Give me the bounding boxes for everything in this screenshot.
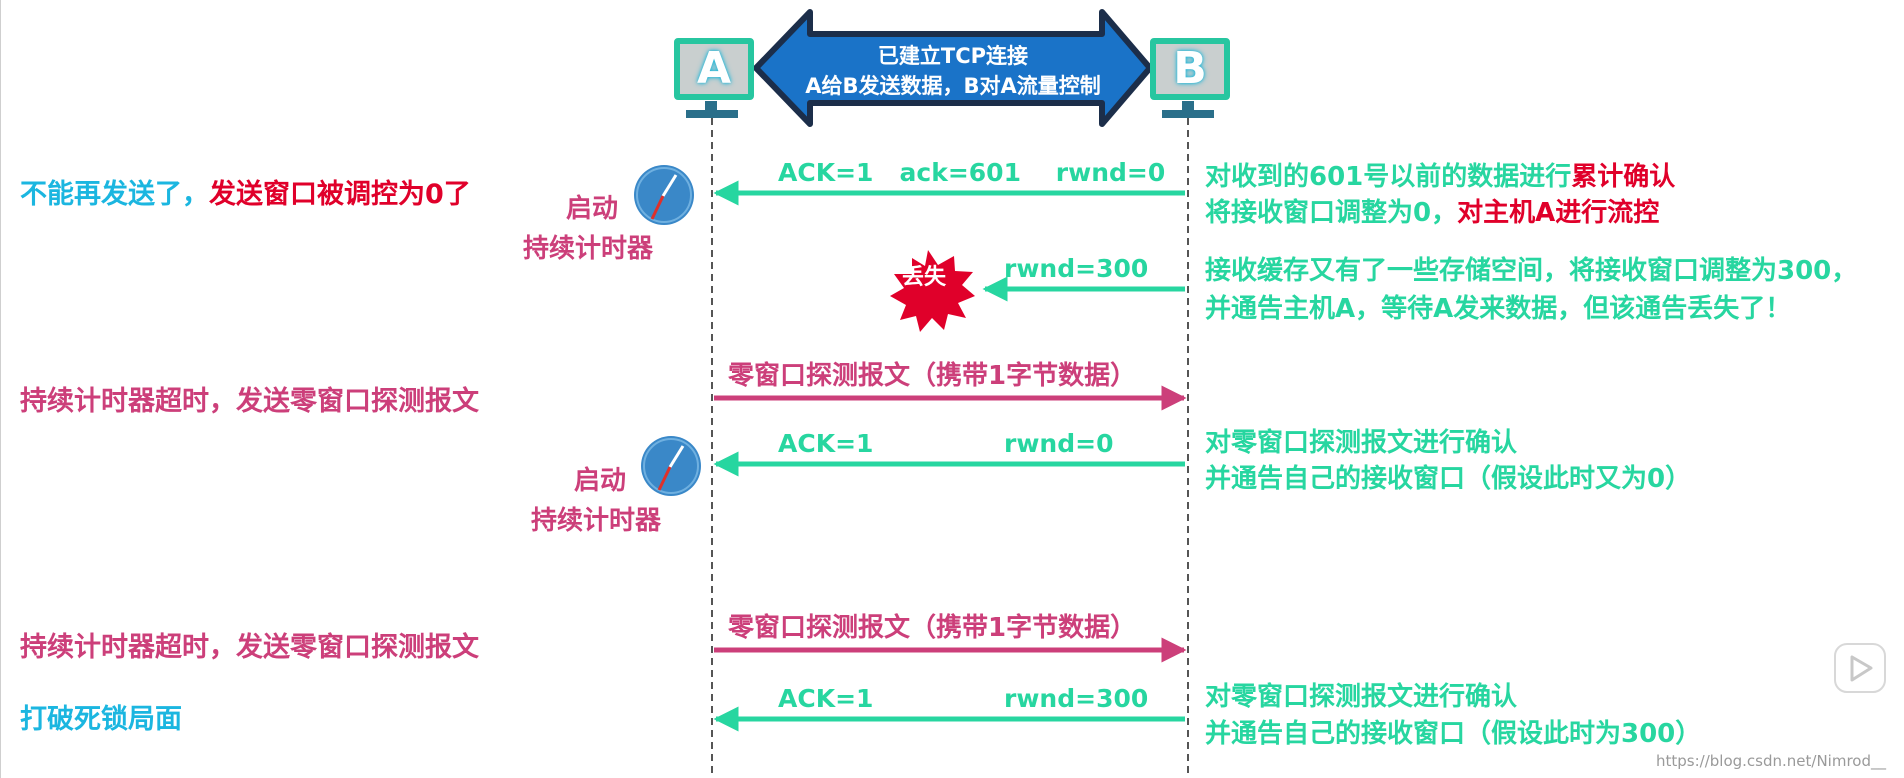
timer-name-label-2: 持续计时器 (531, 506, 662, 536)
left-note-2: 持续计时器超时，发送零窗口探测报文 (20, 386, 479, 417)
msg-probe-1-label: 零窗口探测报文（携带1字节数据） (728, 361, 1137, 391)
watermark: https://blog.csdn.net/Nimrod__ (1656, 752, 1886, 770)
msg-rwnd300-label: rwnd=300 (1004, 684, 1149, 713)
right-note-2: 将接收窗口调整为0，对主机A进行流控 (1205, 200, 1659, 226)
host-a-label: A (696, 43, 732, 94)
right-note-3: 接收缓存又有了一些存储空间，将接收窗口调整为300， (1205, 256, 1858, 286)
right-note-6: 并通告自己的接收窗口（假设此时又为0） (1205, 464, 1692, 494)
msg-rwnd300-lost-label: rwnd=300 (1004, 254, 1149, 283)
msg-rwnd0-label: rwnd=0 (1004, 429, 1114, 458)
msg-probe-2-label: 零窗口探测报文（携带1字节数据） (728, 613, 1137, 643)
right-note-1-part-a: 对收到的601号以前的数据进行 (1205, 162, 1572, 192)
host-b-base (1162, 101, 1214, 118)
timer-clock-icon-2 (641, 436, 701, 496)
timer-clock-icon-1 (634, 165, 694, 225)
right-note-1-part-b: 累计确认 (1571, 162, 1676, 192)
host-b-computer: B (1150, 38, 1230, 100)
lost-label: 丢失 (902, 265, 947, 290)
timer-start-label-2: 启动 (574, 466, 627, 496)
left-note-1-part-b: 发送窗口被调控为0了 (209, 179, 471, 210)
right-note-4: 并通告主机A，等待A发来数据，但该通告丢失了！ (1205, 294, 1792, 324)
right-note-8: 并通告自己的接收窗口（假设此时为300） (1205, 719, 1702, 749)
banner-line-1: 已建立TCP连接 (877, 44, 1029, 68)
left-note-1-part-a: 不能再发送了， (20, 179, 209, 210)
right-note-5: 对零窗口探测报文进行确认 (1205, 428, 1518, 458)
host-a-computer: A (674, 38, 754, 100)
left-note-3: 持续计时器超时，发送零窗口探测报文 (20, 632, 479, 663)
right-note-1: 对收到的601号以前的数据进行累计确认 (1205, 164, 1675, 190)
timer-start-label-1: 启动 (566, 194, 619, 224)
banner-line-2: A给B发送数据，B对A流量控制 (805, 74, 1101, 98)
host-a-base (686, 101, 738, 118)
lost-burst-icon (890, 250, 975, 332)
right-note-2-part-a: 将接收窗口调整为0， (1205, 198, 1458, 228)
timer-name-label-1: 持续计时器 (523, 234, 654, 264)
msg-ack-label-3: ACK=1 (778, 684, 874, 713)
play-button[interactable] (1834, 643, 1886, 693)
host-b-label: B (1173, 43, 1207, 94)
msg-ack601-label: ACK=1 ack=601 rwnd=0 (778, 158, 1166, 187)
left-note-1: 不能再发送了，发送窗口被调控为0了 (20, 181, 471, 208)
right-note-7: 对零窗口探测报文进行确认 (1205, 682, 1518, 712)
msg-ack-label-2: ACK=1 (778, 429, 874, 458)
right-note-2-part-b: 对主机A进行流控 (1457, 198, 1660, 228)
left-note-4: 打破死锁局面 (20, 704, 182, 735)
